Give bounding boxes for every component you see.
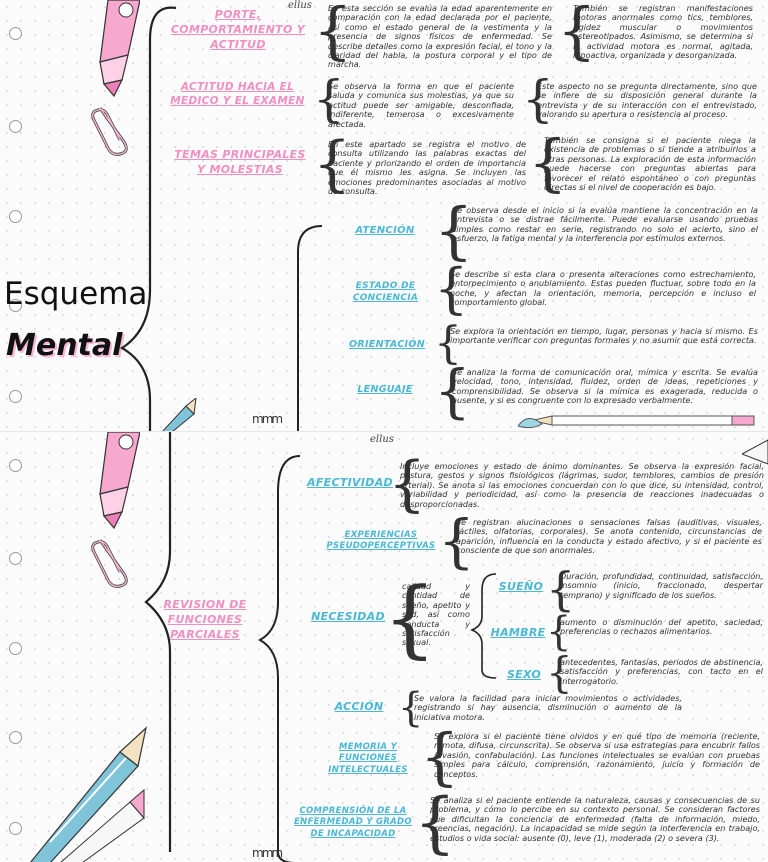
squiggle: mmm	[252, 846, 283, 860]
sub-text-atencion: Se observa desde el inicio si la evalúa …	[452, 205, 758, 244]
text-hambre: aumento o disminución del apetito, sacie…	[560, 617, 763, 637]
brace: {	[420, 720, 460, 793]
brace: {	[522, 70, 554, 128]
label-afectividad: AFECTIVIDAD	[307, 476, 393, 489]
brace: {	[398, 685, 424, 731]
signature: ellus	[370, 434, 394, 445]
label-sueno: SUEÑO	[498, 580, 544, 593]
binder-hole	[9, 822, 22, 835]
pencil-sticker	[162, 398, 197, 431]
pencil-sticker	[30, 726, 147, 862]
title-esquema: Esquema	[4, 276, 148, 312]
label-experiencias: EXPERIENCIAS PSEUDOPERCEPTIVAS	[326, 530, 436, 552]
brace: {	[434, 257, 469, 320]
sub-brace	[257, 455, 301, 862]
main-brace	[119, 6, 177, 431]
text-memoria: Se explora si el paciente tiene olvidos …	[434, 731, 760, 779]
brace: {	[434, 357, 471, 425]
brace: {	[313, 70, 345, 128]
binder-hole	[9, 552, 22, 565]
binder-hole	[9, 642, 22, 655]
binder-hole	[9, 390, 22, 403]
brace: {	[313, 129, 352, 199]
brace: {	[383, 569, 437, 667]
binder-hole	[9, 731, 22, 744]
binder-hole	[9, 27, 22, 40]
binder-hole	[9, 210, 22, 223]
pencil-sticker	[742, 439, 768, 465]
brace: {	[438, 507, 475, 575]
page-1: Esquema Mental ellus PORTE, COMPORTAMIEN…	[0, 0, 768, 431]
page-2: ellus REVISION DE FUNCIONES PARCIALES mm…	[0, 431, 768, 862]
topic-detail-porte: También se registran manifestaciones mot…	[573, 3, 753, 60]
text-sexo: antecedentes, fantasías, periodos de abs…	[560, 657, 763, 686]
highlighter-sticker	[99, 0, 140, 98]
sub-label-conciencia: ESTADO DE CONCIENCIA	[352, 281, 419, 304]
binder-hole	[9, 459, 22, 472]
brace: {	[313, 0, 353, 67]
highlighter-sticker	[99, 432, 140, 530]
binder-hole	[9, 299, 22, 312]
brace: {	[546, 648, 573, 697]
brace: {	[434, 318, 462, 369]
topic-text-temas: En este apartado se registra el motivo d…	[328, 139, 526, 196]
label-accion: ACCIÓN	[334, 700, 384, 713]
paperclip-sticker	[91, 539, 128, 588]
text-afectividad: Incluye emociones y estado de ánimo domi…	[400, 461, 764, 509]
text-accion: Se valora la facilidad para iniciar movi…	[414, 693, 682, 722]
brace: {	[557, 0, 597, 67]
pencil-sticker	[517, 415, 755, 429]
text-experiencias: Se registran alucinaciones o sensaciones…	[456, 517, 762, 556]
binder-hole	[9, 120, 22, 133]
text-comprension: Se analiza si el paciente entiende la na…	[430, 795, 760, 843]
title-mental: Mental	[6, 328, 123, 363]
topic-detail-actitud: Este aspecto no se pregunta directamente…	[537, 81, 757, 120]
brace: {	[414, 784, 456, 861]
topic-text-actitud: Se observa la forma en que el paciente s…	[328, 81, 514, 129]
brace: {	[434, 194, 474, 267]
topic-label-actitud: ACTITUD HACIA EL MEDICO Y EL EXAMEN	[170, 81, 305, 108]
label-necesidad: NECESIDAD	[311, 610, 385, 623]
label-sexo: SEXO	[506, 668, 542, 681]
brace: {	[528, 126, 568, 199]
sub-label-lenguaje: LENGUAJE	[357, 384, 413, 395]
sub-text-conciencia: Se describe si esta clara o presenta alt…	[450, 269, 756, 308]
sub-label-atencion: ATENCIÓN	[355, 225, 415, 236]
squiggle: mmm	[252, 412, 283, 426]
text-sueno: Duración, profundidad, continuidad, sati…	[560, 571, 763, 600]
brace: {	[546, 562, 576, 616]
text-necesidad: calidad y cantidad de sueño, apetito y s…	[402, 581, 470, 648]
label-hambre: HAMBRE	[490, 626, 546, 639]
paperclip-sticker	[91, 107, 128, 156]
sub-brace	[297, 225, 323, 431]
brace: {	[388, 449, 427, 519]
topic-label-temas: TEMAS PRINCIPALES Y MOLESTIAS	[174, 148, 306, 176]
sub-text-lenguaje: Se analiza la forma de comunicación oral…	[452, 367, 758, 406]
main-label-revision: REVISION DE FUNCIONES PARCIALES	[163, 598, 247, 641]
signature: ellus	[288, 0, 312, 11]
topic-text-porte: En esta sección se evalúa la edad aparen…	[328, 3, 552, 70]
topic-detail-temas: También se consigna si el paciente niega…	[544, 135, 756, 192]
sub-text-orientacion: Se explora la orientación en tiempo, lug…	[450, 326, 758, 346]
main-brace	[144, 432, 172, 852]
label-comprension: COMPRENSIÓN DE LA ENFERMEDAD Y GRADO DE …	[294, 806, 412, 839]
label-memoria: MEMORIA Y FUNCIONES INTELECTUALES	[328, 742, 408, 775]
topic-label-porte: PORTE, COMPORTAMIENTO Y ACTITUD	[170, 8, 306, 51]
necesidad-brace	[470, 573, 497, 679]
brace: {	[546, 609, 572, 655]
sub-label-orientacion: ORIENTACIÓN	[348, 339, 425, 350]
